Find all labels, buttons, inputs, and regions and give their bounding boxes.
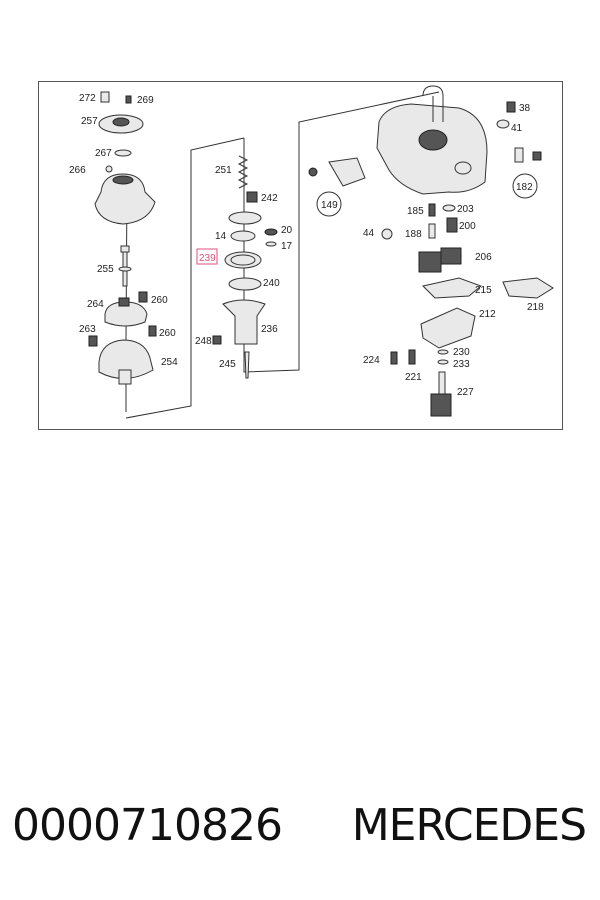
label-149: 149 <box>321 200 338 211</box>
part-44-washer <box>381 228 393 240</box>
part-224 <box>390 351 398 365</box>
part-218-gasket <box>502 277 554 299</box>
label-248: 248 <box>195 336 212 347</box>
label-185: 185 <box>407 206 424 217</box>
label-224: 224 <box>363 355 380 366</box>
label-242: 242 <box>261 193 278 204</box>
part-182-bracket <box>512 147 542 199</box>
part-227-pump <box>430 371 452 417</box>
part-188 <box>428 223 436 239</box>
label-264: 264 <box>87 299 104 310</box>
part-251-spring <box>237 155 249 189</box>
part-17 <box>265 241 277 247</box>
label-254: 254 <box>161 357 178 368</box>
label-236: 236 <box>261 324 278 335</box>
label-215: 215 <box>475 285 492 296</box>
part-number: 0000710826 <box>12 800 283 851</box>
part-260a-screw <box>138 291 148 303</box>
part-242 <box>246 191 258 203</box>
part-14-plate <box>228 211 262 225</box>
part-212-float-bowl <box>420 307 476 349</box>
part-185 <box>428 203 436 217</box>
label-251: 251 <box>215 165 232 176</box>
label-38: 38 <box>519 103 531 114</box>
label-266: 266 <box>69 165 86 176</box>
label-260b: 260 <box>159 328 176 339</box>
footer: 0000710826 MERCEDES <box>0 800 600 860</box>
label-233: 233 <box>453 359 470 370</box>
part-203 <box>442 204 456 212</box>
label-218: 218 <box>527 302 544 313</box>
label-260a: 260 <box>151 295 168 306</box>
label-200: 200 <box>459 221 476 232</box>
label-227: 227 <box>457 387 474 398</box>
part-266-ring <box>105 165 113 173</box>
part-255-shaft <box>118 245 132 287</box>
exploded-parts-diagram: 272 269 257 267 266 255 264 260 263 260 … <box>38 81 563 430</box>
label-267: 267 <box>95 148 112 159</box>
label-44: 44 <box>363 228 375 239</box>
part-215-gasket <box>422 277 482 299</box>
part-20 <box>264 228 278 236</box>
part-38 <box>506 101 516 113</box>
label-269: 269 <box>137 95 154 106</box>
label-203: 203 <box>457 204 474 215</box>
label-188: 188 <box>405 229 422 240</box>
part-o-ring <box>230 230 256 242</box>
part-200 <box>446 217 458 233</box>
part-260b-screw <box>148 325 157 337</box>
part-248 <box>212 335 222 345</box>
label-182: 182 <box>516 182 533 193</box>
part-254-base <box>98 339 154 385</box>
label-230: 230 <box>453 347 470 358</box>
brand-name: MERCEDES <box>351 800 587 851</box>
part-233 <box>437 359 449 365</box>
diagram-drawing: 272 269 257 267 266 255 264 260 263 260 … <box>69 85 554 419</box>
part-230 <box>437 349 449 355</box>
highlight-box-239 <box>196 248 218 265</box>
part-206-solenoid <box>418 247 462 273</box>
part-257-cap <box>98 114 144 134</box>
label-255: 255 <box>97 264 114 275</box>
label-245: 245 <box>219 359 236 370</box>
part-239-diaphragm <box>224 251 262 269</box>
label-14: 14 <box>215 231 227 242</box>
part-269 <box>125 95 132 104</box>
label-212: 212 <box>479 309 496 320</box>
part-carburetor-body <box>376 85 488 195</box>
frame-line-mid-right <box>243 91 440 373</box>
label-272: 272 <box>79 93 96 104</box>
frame-line-mid-left <box>125 137 245 419</box>
label-263: 263 <box>79 324 96 335</box>
part-245-needle <box>244 351 250 379</box>
label-240: 240 <box>263 278 280 289</box>
label-20: 20 <box>281 225 293 236</box>
label-221: 221 <box>405 372 422 383</box>
part-149-choke <box>308 157 366 217</box>
part-236-chamber <box>222 299 266 345</box>
label-239: 239 <box>199 253 216 264</box>
part-41 <box>496 119 510 129</box>
label-206: 206 <box>475 252 492 263</box>
label-257: 257 <box>81 116 98 127</box>
label-41: 41 <box>511 123 523 134</box>
part-267-washer <box>114 149 132 157</box>
part-housing-upper <box>94 173 156 225</box>
part-221 <box>408 349 416 365</box>
part-272 <box>100 91 110 103</box>
part-263-bolt <box>88 335 98 347</box>
part-240-ring <box>228 277 262 291</box>
part-264-body <box>104 297 148 327</box>
label-17: 17 <box>281 241 293 252</box>
